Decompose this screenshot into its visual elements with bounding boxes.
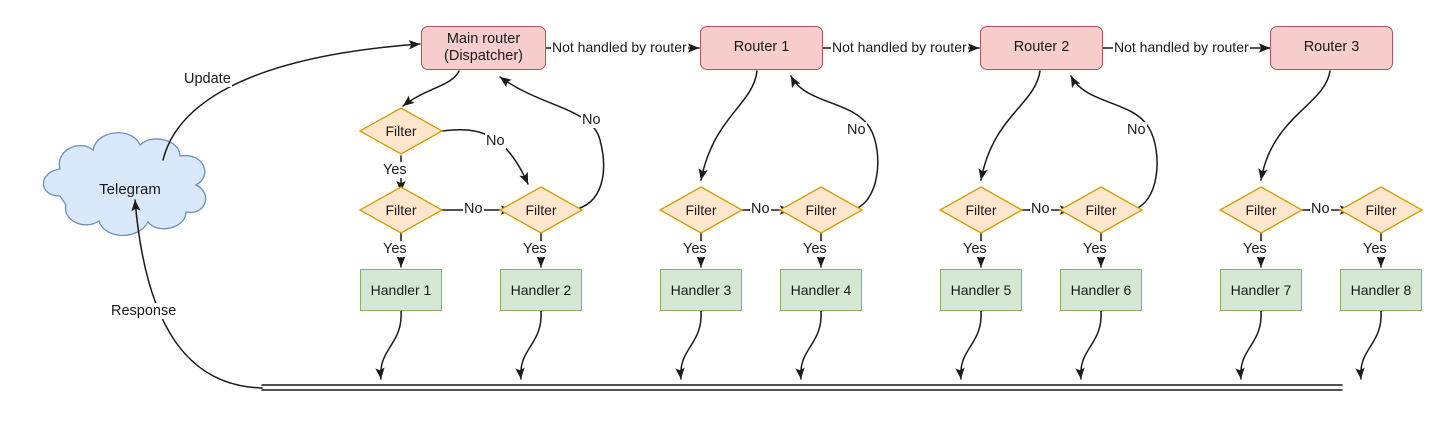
- edge-h6-bus: [1075, 310, 1102, 380]
- edge-h4-bus: [795, 310, 822, 380]
- edge-label-yes-h7: Yes: [1242, 241, 1268, 257]
- edge-label-yes-h6: Yes: [1082, 241, 1108, 257]
- edge-label-no-f3-f4: No: [750, 201, 771, 217]
- edge-label-no-f4-router1: No: [846, 122, 867, 138]
- filter-diamond-f6: [1058, 186, 1144, 234]
- telegram-cloud-label: Telegram: [99, 181, 161, 198]
- edge-dispatcher-to-f0: [402, 70, 460, 107]
- node-router-1[interactable]: Router 1: [700, 26, 823, 70]
- node-handler-1[interactable]: Handler 1: [360, 269, 442, 311]
- edge-h5-bus: [955, 310, 982, 380]
- edge-router1-to-f3: [698, 70, 758, 181]
- edge-f2-no-dispatcher: [499, 76, 605, 211]
- edge-label-no-f7-f8: No: [1310, 201, 1331, 217]
- node-handler-4[interactable]: Handler 4: [780, 269, 862, 311]
- filter-diamond-f8: [1338, 186, 1424, 234]
- edge-label-yes-h8: Yes: [1362, 241, 1388, 257]
- edge-f6-no-router2: [1070, 75, 1158, 211]
- node-handler-7[interactable]: Handler 7: [1220, 269, 1302, 311]
- edge-label-not-handled-1: Not handled by router: [551, 39, 688, 55]
- edge-label-no-f0-f2: No: [485, 133, 506, 149]
- edge-label-not-handled-2: Not handled by router: [831, 39, 968, 55]
- filter-diamond-f1: [358, 186, 444, 234]
- edge-f4-no-router1: [790, 75, 879, 211]
- edge-router3-to-f7: [1258, 70, 1331, 181]
- edge-h8-bus: [1355, 310, 1382, 380]
- filter-diamond-f0: [358, 107, 444, 155]
- node-router-2[interactable]: Router 2: [980, 26, 1103, 70]
- edge-response: [131, 199, 263, 389]
- node-main-router[interactable]: Main router (Dispatcher): [421, 26, 546, 70]
- edge-label-yes-f0: Yes: [382, 162, 408, 178]
- edge-h3-bus: [675, 310, 702, 380]
- edge-label-yes-h1: Yes: [382, 241, 408, 257]
- edge-update: [162, 40, 421, 161]
- edge-label-not-handled-3: Not handled by router: [1113, 39, 1250, 55]
- filter-diamond-f4: [778, 186, 864, 234]
- edge-label-no-f5-f6: No: [1030, 201, 1051, 217]
- node-handler-8[interactable]: Handler 8: [1340, 269, 1422, 311]
- edge-h2-bus: [515, 310, 542, 380]
- node-handler-5[interactable]: Handler 5: [940, 269, 1022, 311]
- filter-diamond-f7: [1218, 186, 1304, 234]
- node-handler-6[interactable]: Handler 6: [1060, 269, 1142, 311]
- edge-label-yes-h4: Yes: [802, 241, 828, 257]
- main-router-label-line1: Main router: [446, 30, 521, 47]
- edge-h7-bus: [1235, 310, 1262, 380]
- filter-diamond-f2: [498, 186, 584, 234]
- filter-diamond-f3: [658, 186, 744, 234]
- main-router-label-line2: (Dispatcher): [444, 48, 523, 64]
- edge-h1-bus: [375, 310, 402, 380]
- edge-label-no-f6-router2: No: [1126, 122, 1147, 138]
- edge-label-no-f2-dispatcher: No: [581, 112, 602, 128]
- edge-label-no-f1-f2: No: [463, 201, 484, 217]
- node-handler-2[interactable]: Handler 2: [500, 269, 582, 311]
- node-handler-3[interactable]: Handler 3: [660, 269, 742, 311]
- node-router-3[interactable]: Router 3: [1270, 26, 1393, 70]
- edge-label-response: Response: [110, 303, 178, 319]
- telegram-cloud-shape: [43, 132, 207, 236]
- edge-label-yes-h5: Yes: [962, 241, 988, 257]
- edge-router2-to-f5: [978, 70, 1041, 181]
- edge-label-yes-h2: Yes: [522, 241, 548, 257]
- edge-label-update: Update: [183, 71, 232, 87]
- filter-diamond-f5: [938, 186, 1024, 234]
- edge-label-yes-h3: Yes: [682, 241, 708, 257]
